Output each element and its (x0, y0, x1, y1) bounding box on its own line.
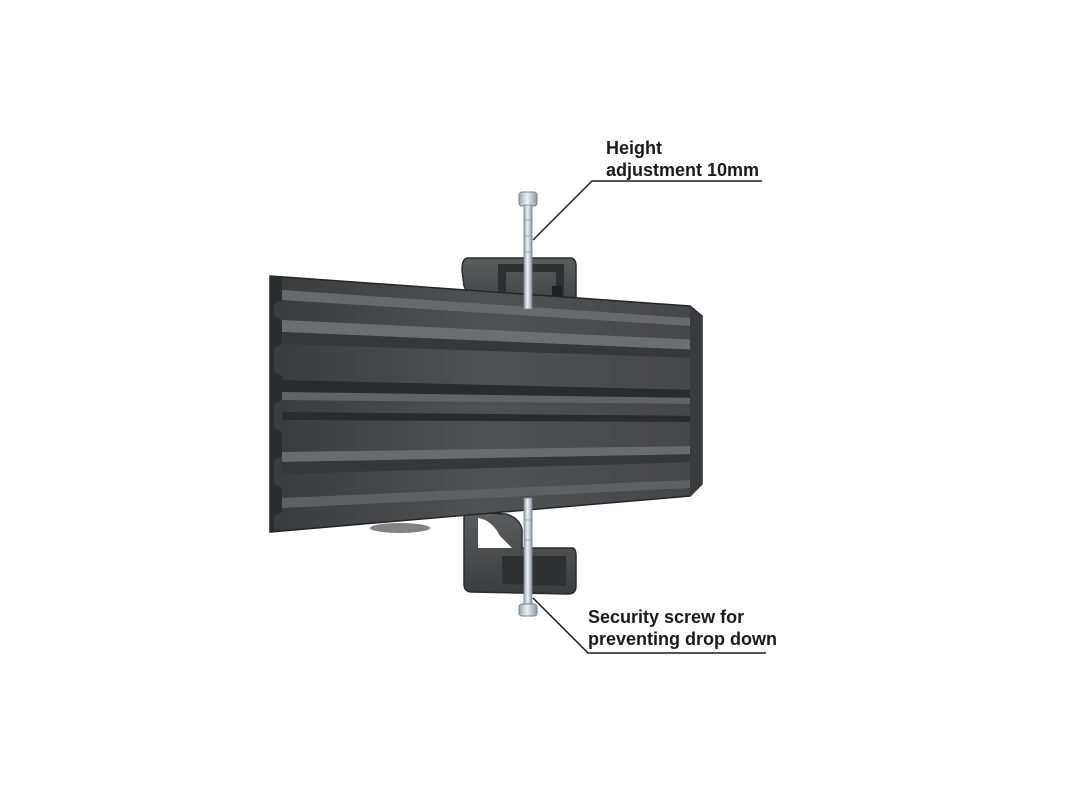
bottom-leader-line (532, 597, 766, 654)
bottom-bracket (463, 511, 577, 595)
security-screw (518, 497, 538, 617)
callout-line: adjustment 10mm (606, 160, 760, 180)
top-leader-line (532, 180, 762, 241)
callout-line: preventing drop down (588, 629, 777, 649)
security-screw-callout: Security screw for preventing drop down (588, 606, 777, 650)
callout-line: Height (606, 138, 662, 158)
callout-line: Security screw for (588, 607, 745, 627)
mounting-rail (269, 275, 703, 533)
height-adjustment-callout: Height adjustment 10mm (606, 137, 759, 181)
height-adjustment-bolt (518, 191, 538, 310)
